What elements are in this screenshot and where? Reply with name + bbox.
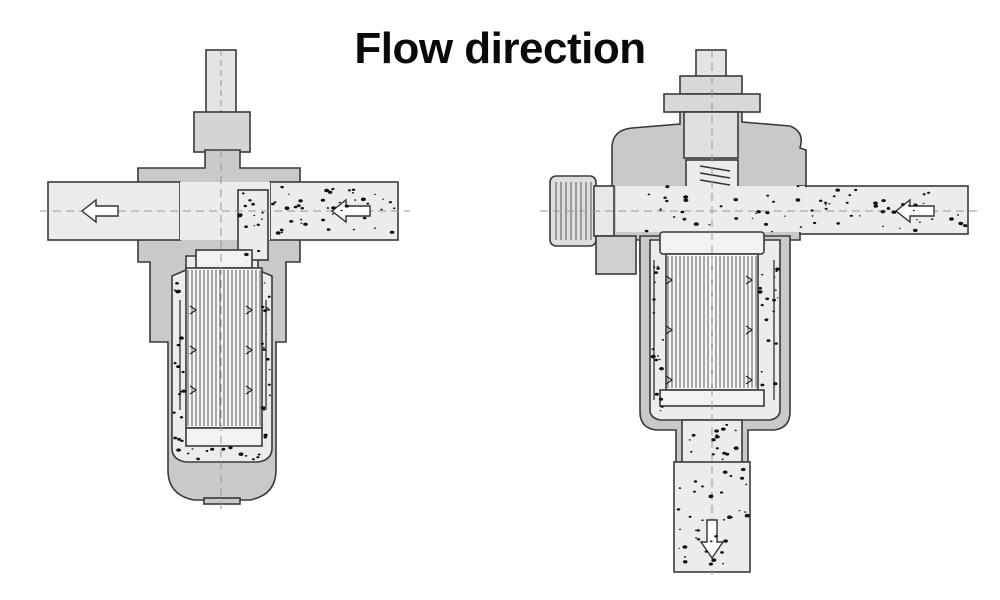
left-cartridge-base [185,427,263,447]
right-inlet-pipe [799,185,969,235]
right-bracket [595,235,637,275]
left-outlet-arrow [80,198,119,224]
left-drain [203,497,241,505]
right-top-stem [695,49,727,81]
right-threaded-neck [683,111,739,159]
right-filter-cross-section [540,49,980,575]
sediment-speckles [172,185,968,566]
left-cartridge-cap [195,249,253,269]
left-filter-cross-section [40,49,410,510]
right-outlet-arrow [699,519,725,560]
right-top-nut [679,75,743,95]
left-top-nut [193,111,251,153]
diagram-title: Flow direction [354,24,646,73]
